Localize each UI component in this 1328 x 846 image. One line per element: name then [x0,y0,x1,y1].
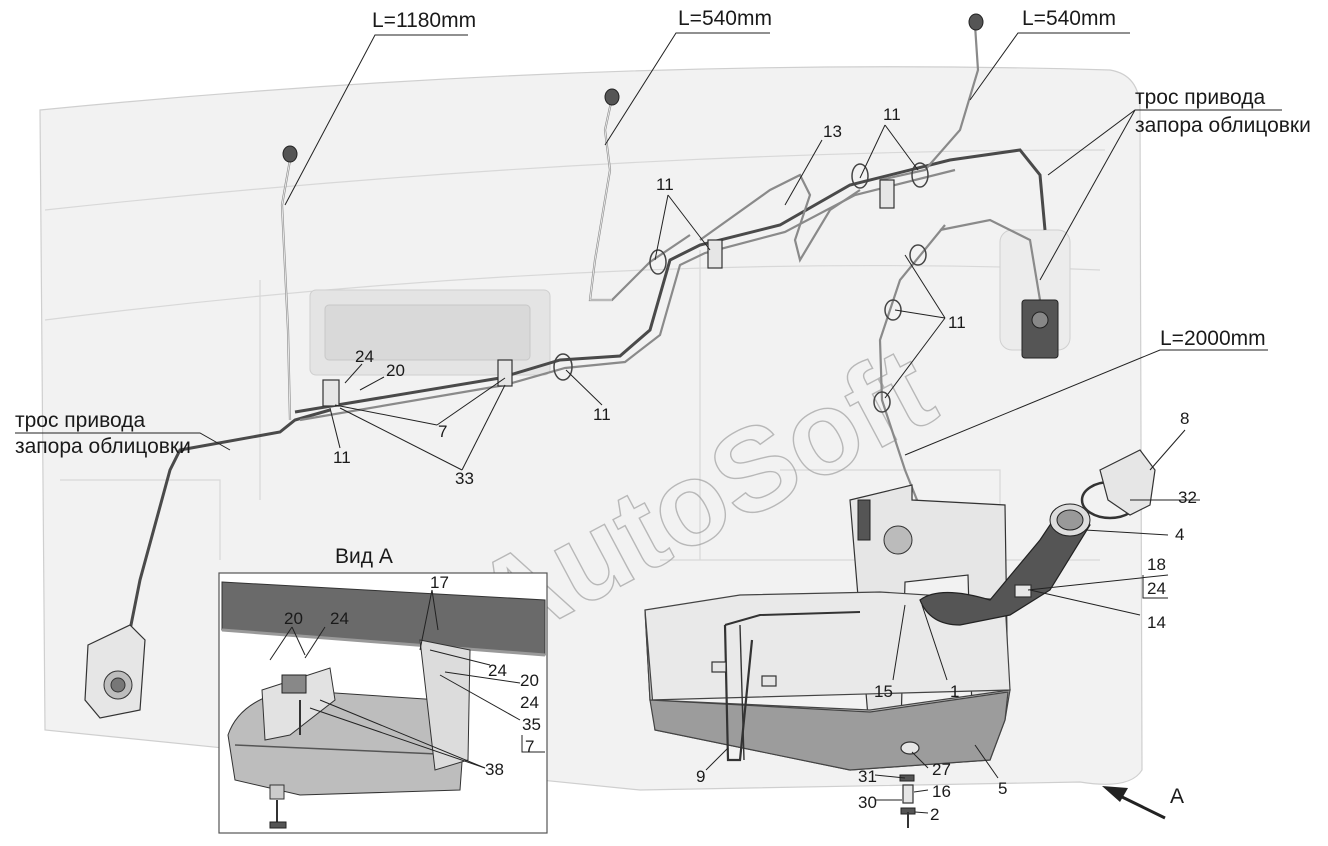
leader-lines [15,32,1282,814]
callout-20: 20 [386,361,405,380]
right-cable-note-line1: трос привода [1135,86,1265,109]
inset-callout-38: 38 [485,760,504,779]
main-cable [294,148,1047,414]
callout-1: 1 [950,682,959,701]
callout-15: 15 [874,682,893,701]
cable-clamps [322,162,929,413]
callout-24: 24 [355,347,374,366]
left-cable-note-line2: запора облицовки [15,435,191,458]
loop-cable [699,173,861,263]
inset-callout-7: 7 [525,737,534,756]
inset-callout-24: 24 [520,693,539,712]
callout-11: 11 [656,175,674,194]
callout-2: 2 [930,805,939,824]
long-cable [878,224,946,521]
right-cable-note-line2: запора облицовки [1135,114,1311,137]
callout-16: 16 [932,782,951,801]
callout-4: 4 [1175,525,1184,544]
callout-30: 30 [858,793,877,812]
long-cable-length-label: L=2000mm [1160,327,1266,350]
callout-18: 18 [1147,555,1166,574]
callout-27: 27 [932,760,951,779]
callout-11: 11 [883,105,901,124]
callout-11: 11 [948,313,966,332]
callout-14: 14 [1147,613,1166,632]
callout-13: 13 [823,122,842,141]
inset-bracket [419,639,471,771]
callout-11: 11 [333,448,351,467]
filler-cap [1099,449,1156,516]
inset-callout-20: 20 [284,609,303,628]
tank-assembly [644,449,1156,828]
callout-11: 11 [593,405,611,424]
view-title: Вид А [335,545,393,568]
right-cable-length-label: L=540mm [1022,7,1116,30]
callout-33: 33 [455,469,474,488]
callout-8: 8 [1180,409,1189,428]
inset-callout-24: 24 [330,609,349,628]
middle-cable-length-label: L=540mm [678,7,772,30]
cable-end-caps [282,13,984,163]
right-hood-lock [1021,299,1059,359]
callout-32: 32 [1178,488,1197,507]
callout-9: 9 [696,767,705,786]
labels: L=1180mm L=540mm L=540mm L=2000mm трос п… [15,7,1311,824]
right-cable [879,24,980,182]
inset-callout-35: 35 [522,715,541,734]
inset-callout-24: 24 [488,661,507,680]
left-lock-cable [128,408,331,631]
view-arrow-letter: A [1170,785,1184,808]
cable-routing [128,24,1047,631]
left-hood-lock [84,624,146,719]
callout-24: 24 [1147,579,1166,598]
view-arrow [1102,786,1166,820]
callout-31: 31 [858,767,877,786]
inset-callout-17: 17 [430,573,449,592]
inset-view-a [218,572,548,834]
left-cable-length-label: L=1180mm [372,9,476,32]
callout-7: 7 [438,422,447,441]
inset-callout-20: 20 [520,671,539,690]
callout-5: 5 [998,779,1007,798]
left-cable-note-line1: трос привода [15,409,145,432]
